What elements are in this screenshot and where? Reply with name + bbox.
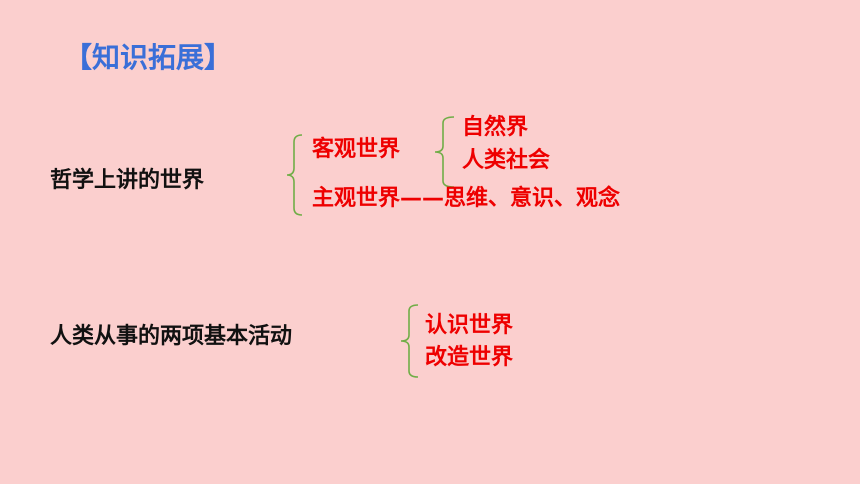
activities-brace [400,304,419,378]
objective-brace [434,116,455,188]
world-label: 哲学上讲的世界 [50,168,205,193]
transform-world-text: 改造世界 [425,345,514,370]
world-brace [286,134,303,216]
nature-text: 自然界 [462,115,529,140]
human-society-text: 人类社会 [462,148,551,173]
activities-label: 人类从事的两项基本活动 [50,324,293,349]
slide-title: 【知识拓展】 [64,41,233,74]
understand-world-text: 认识世界 [425,313,514,338]
objective-world-text: 客观世界 [312,137,401,162]
subjective-world-text: 主观世界——思维、意识、观念 [312,186,621,211]
